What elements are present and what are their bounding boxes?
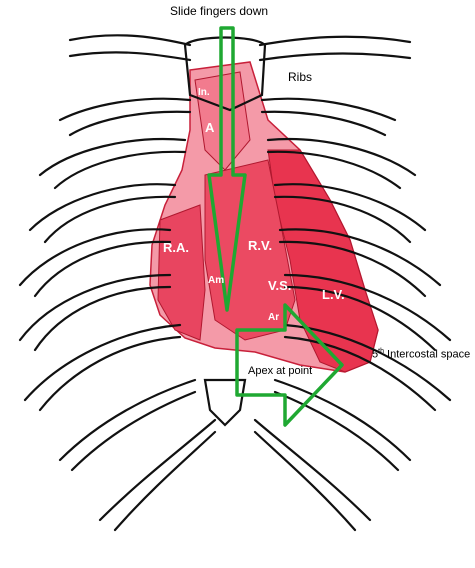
heart-label-am: Am: [208, 275, 224, 286]
apex-label: Apex at point: [248, 365, 312, 377]
heart-label-in: In.: [198, 87, 210, 98]
ribs-label: Ribs: [288, 70, 312, 84]
heart-label-a: A: [205, 120, 214, 135]
slide-fingers-label: Slide fingers down: [170, 4, 268, 18]
heart-illustration: [150, 62, 378, 372]
heart-label-rv: R.V.: [248, 238, 272, 253]
heart-label-lv: L.V.: [322, 287, 345, 302]
heart-label-ar: Ar: [268, 312, 279, 323]
heart-label-ra: R.A.: [163, 240, 189, 255]
intercostal-text: Intercostal space: [384, 349, 470, 361]
heart-label-vs: V.S.: [268, 278, 291, 293]
intercostal-space-label: 5th Intercostal space: [372, 348, 470, 361]
